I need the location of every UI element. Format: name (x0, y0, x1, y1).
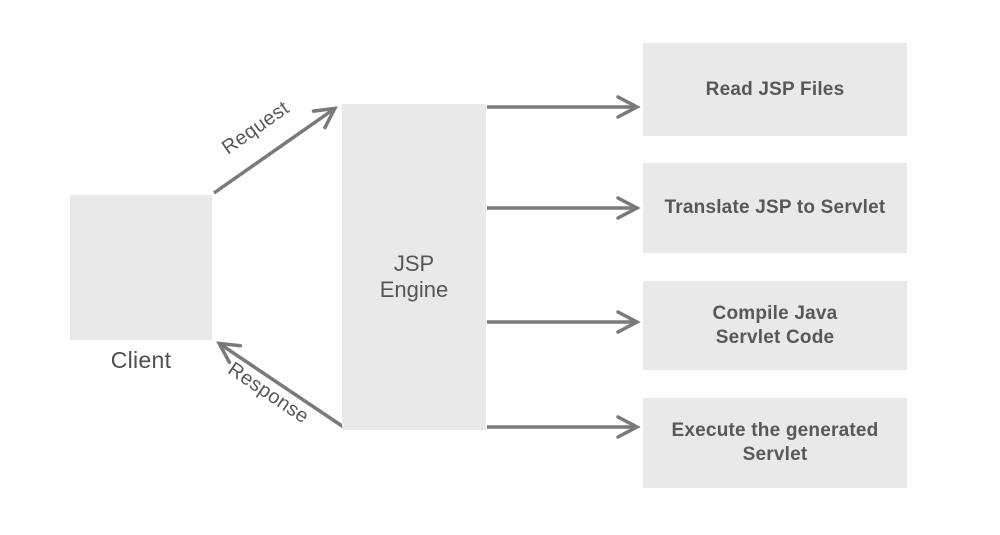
step-box-translate-jsp: Translate JSP to Servlet (643, 163, 907, 253)
step-label-execute-servlet: Execute the generated Servlet (671, 420, 879, 465)
request-arrow (212, 106, 338, 195)
client-label: Client (110, 347, 172, 373)
step-label-read-jsp-files: Read JSP Files (705, 78, 845, 100)
step-label-compile-java: Compile Java Servlet Code (712, 302, 838, 348)
step-box-execute-servlet: Execute the generated Servlet (643, 398, 907, 488)
jsp-engine-label: JSP Engine (379, 251, 449, 302)
step-box-read-jsp-files: Read JSP Files (643, 43, 907, 136)
step-label-translate-jsp: Translate JSP to Servlet (664, 197, 886, 219)
response-arrow (216, 341, 346, 430)
jsp-engine-box: JSP Engine (342, 104, 486, 430)
step-box-compile-java: Compile Java Servlet Code (643, 281, 907, 370)
client-box (70, 195, 212, 340)
